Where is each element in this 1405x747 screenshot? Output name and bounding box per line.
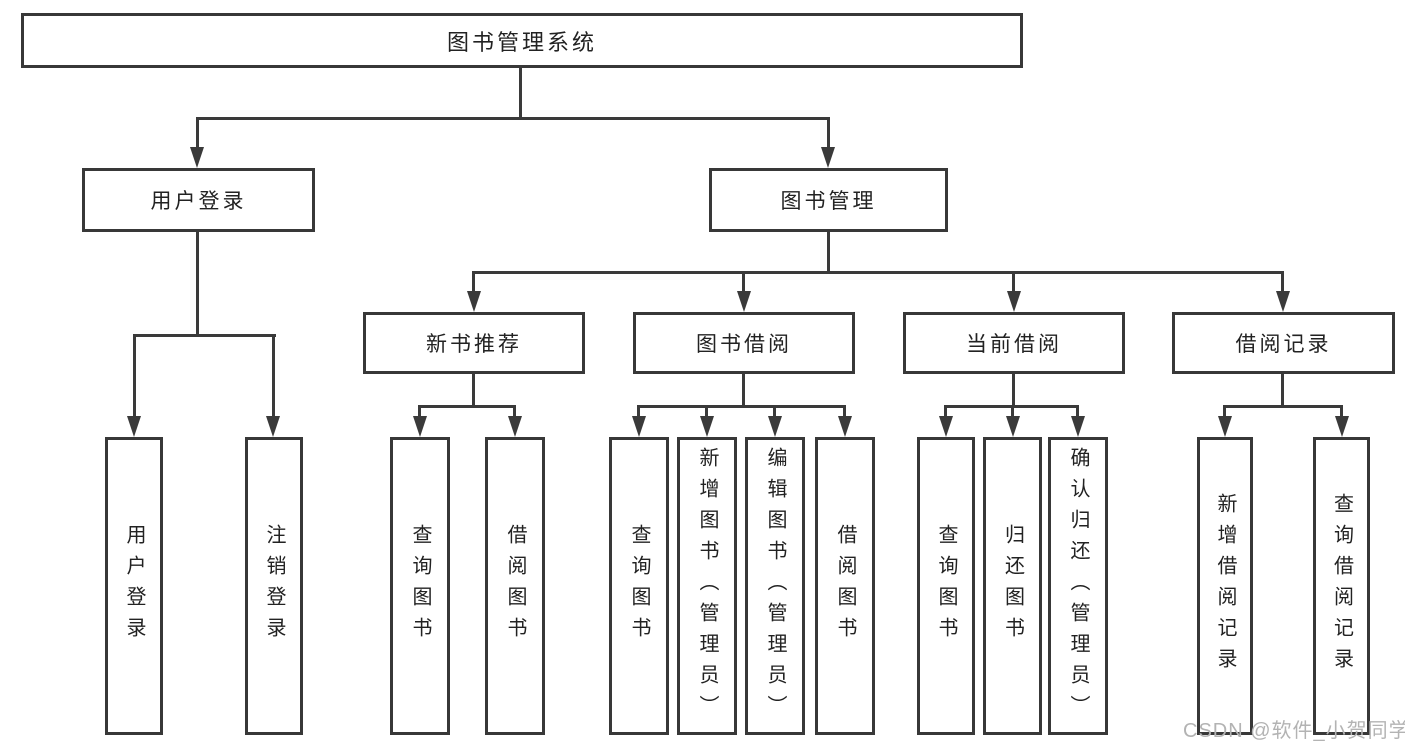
connector-level2-hline — [196, 117, 830, 120]
arrowhead-down-icon — [821, 147, 835, 168]
connector-level3-hline — [472, 271, 1284, 274]
connector-groupB-drop-2 — [705, 405, 708, 419]
connector-groupB-drop-3 — [773, 405, 776, 419]
node-book-borrow: 图书借阅 — [633, 312, 855, 374]
connector-groupB-drop-4 — [843, 405, 846, 419]
node-leaf-br-query-record: 查询借阅记录 — [1313, 437, 1370, 735]
connector-level3-drop-3 — [1012, 271, 1015, 295]
connector-groupA-hline — [418, 405, 516, 408]
arrowhead-down-icon — [700, 416, 714, 437]
connector-groupA-drop-1 — [418, 405, 421, 419]
connector-groupB-drop-1 — [637, 405, 640, 419]
node-leaf-nbr-query-book: 查询图书 — [390, 437, 450, 735]
connector-groupB-hline — [637, 405, 846, 408]
node-leaf-cb-query-book: 查询图书 — [917, 437, 975, 735]
node-leaf-br-add-record: 新增借阅记录 — [1197, 437, 1253, 735]
arrowhead-down-icon — [190, 147, 204, 168]
connector-groupC-drop-1 — [944, 405, 947, 419]
connector-user-login-drop-2 — [272, 334, 275, 420]
connector-user-login-hline — [133, 334, 276, 337]
node-book-management: 图书管理 — [709, 168, 948, 232]
arrowhead-down-icon — [1276, 291, 1290, 312]
arrowhead-down-icon — [1071, 416, 1085, 437]
node-leaf-logout: 注销登录 — [245, 437, 303, 735]
connector-groupA-stem — [472, 374, 475, 408]
node-root: 图书管理系统 — [21, 13, 1023, 68]
node-leaf-bb-borrow-book: 借阅图书 — [815, 437, 875, 735]
arrowhead-down-icon — [737, 291, 751, 312]
connector-root-stem — [519, 68, 522, 120]
arrowhead-down-icon — [508, 416, 522, 437]
connector-groupB-stem — [742, 374, 745, 408]
arrowhead-down-icon — [467, 291, 481, 312]
connector-groupD-stem — [1281, 374, 1284, 408]
node-leaf-bb-add-book-admin: 新增图书（管理员） — [677, 437, 737, 735]
node-leaf-nbr-borrow-book: 借阅图书 — [485, 437, 545, 735]
arrowhead-down-icon — [127, 416, 141, 437]
arrowhead-down-icon — [413, 416, 427, 437]
connector-user-login-drop-1 — [133, 334, 136, 420]
node-user-login: 用户登录 — [82, 168, 315, 232]
connector-level3-drop-1 — [472, 271, 475, 295]
connector-groupD-drop-1 — [1223, 405, 1226, 419]
connector-groupC-drop-2 — [1011, 405, 1014, 419]
arrowhead-down-icon — [768, 416, 782, 437]
connector-book-mgmt-stem — [827, 232, 830, 274]
node-leaf-bb-query-book: 查询图书 — [609, 437, 669, 735]
arrowhead-down-icon — [1218, 416, 1232, 437]
connector-groupA-drop-2 — [513, 405, 516, 419]
node-leaf-user-login: 用户登录 — [105, 437, 163, 735]
connector-level2-drop-right — [827, 117, 830, 150]
csdn-watermark: CSDN @软件_小贺同学 — [1183, 720, 1405, 742]
node-current-borrow: 当前借阅 — [903, 312, 1125, 374]
connector-level2-drop-left — [196, 117, 199, 150]
connector-groupC-drop-3 — [1076, 405, 1079, 419]
connector-level3-drop-2 — [742, 271, 745, 295]
arrowhead-down-icon — [1335, 416, 1349, 437]
arrowhead-down-icon — [632, 416, 646, 437]
connector-groupD-hline — [1223, 405, 1342, 408]
arrowhead-down-icon — [838, 416, 852, 437]
arrowhead-down-icon — [266, 416, 280, 437]
node-borrow-record: 借阅记录 — [1172, 312, 1395, 374]
arrowhead-down-icon — [1007, 291, 1021, 312]
node-leaf-cb-return-book: 归还图书 — [983, 437, 1042, 735]
node-new-book-recommend: 新书推荐 — [363, 312, 585, 374]
connector-groupC-stem — [1012, 374, 1015, 408]
arrowhead-down-icon — [939, 416, 953, 437]
node-leaf-cb-confirm-return-admin: 确认归还（管理员） — [1048, 437, 1108, 735]
node-leaf-bb-edit-book-admin: 编辑图书（管理员） — [745, 437, 805, 735]
connector-user-login-stem — [196, 232, 199, 337]
arrowhead-down-icon — [1006, 416, 1020, 437]
connector-level3-drop-4 — [1281, 271, 1284, 295]
connector-groupD-drop-2 — [1340, 405, 1343, 419]
